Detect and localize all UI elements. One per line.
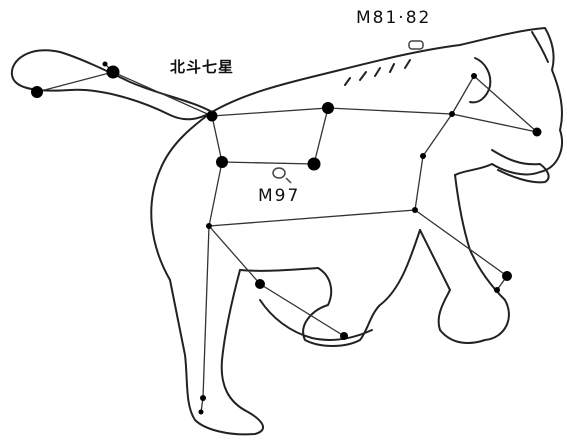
star-hind-foot-a (200, 395, 206, 401)
m81-82-label: M81·82 (356, 8, 432, 28)
bear-hind-leg-inner (259, 299, 373, 341)
star-alcor (102, 61, 108, 67)
star-merak (307, 157, 321, 171)
body-line (208, 113, 453, 227)
star-alioth (206, 110, 218, 122)
m97-label: M97 (258, 186, 301, 206)
star-muscida-base (449, 111, 455, 117)
constellation-lines (36, 63, 538, 413)
star-head (471, 73, 477, 79)
star-chest (412, 207, 418, 213)
bear-tail (10, 49, 213, 121)
hip-line (208, 161, 223, 227)
m97-pointer (285, 177, 292, 184)
nebula-m97-marker (272, 167, 286, 179)
front-leg-line (414, 209, 508, 291)
bear-front-leg-left (302, 229, 421, 347)
star-hip (206, 223, 212, 229)
star-phecda (216, 156, 228, 168)
star-alkaid (31, 86, 43, 98)
back-line (327, 107, 538, 133)
star-front-paw-b (494, 287, 500, 293)
galaxy-m81-82-marker (408, 40, 424, 50)
stars (31, 61, 542, 415)
hind-leg-line-b (200, 225, 210, 413)
dipper-bowl-line (211, 107, 329, 165)
bear-ear (531, 31, 549, 63)
bear-fur-strokes (344, 59, 411, 86)
big-dipper-label: 北斗七星 (170, 58, 235, 76)
star-knee (255, 279, 265, 289)
bear-outline (10, 27, 563, 436)
bear-hind-leg (169, 269, 265, 436)
deep-sky-objects (272, 40, 424, 184)
bear-front-leg-right (419, 174, 510, 344)
star-hind-foot-b (198, 409, 204, 415)
bear-snout (491, 149, 550, 184)
star-front-paw-a (502, 271, 512, 281)
star-shoulder (420, 153, 426, 159)
star-dubhe (322, 102, 334, 114)
bear-back-head (211, 27, 563, 176)
bear-belly (239, 267, 319, 272)
star-mizar (106, 65, 120, 79)
bear-head-contour (469, 57, 492, 104)
bear-hip (150, 111, 213, 281)
star-hind-paw (340, 332, 348, 340)
star-nose (532, 127, 542, 137)
